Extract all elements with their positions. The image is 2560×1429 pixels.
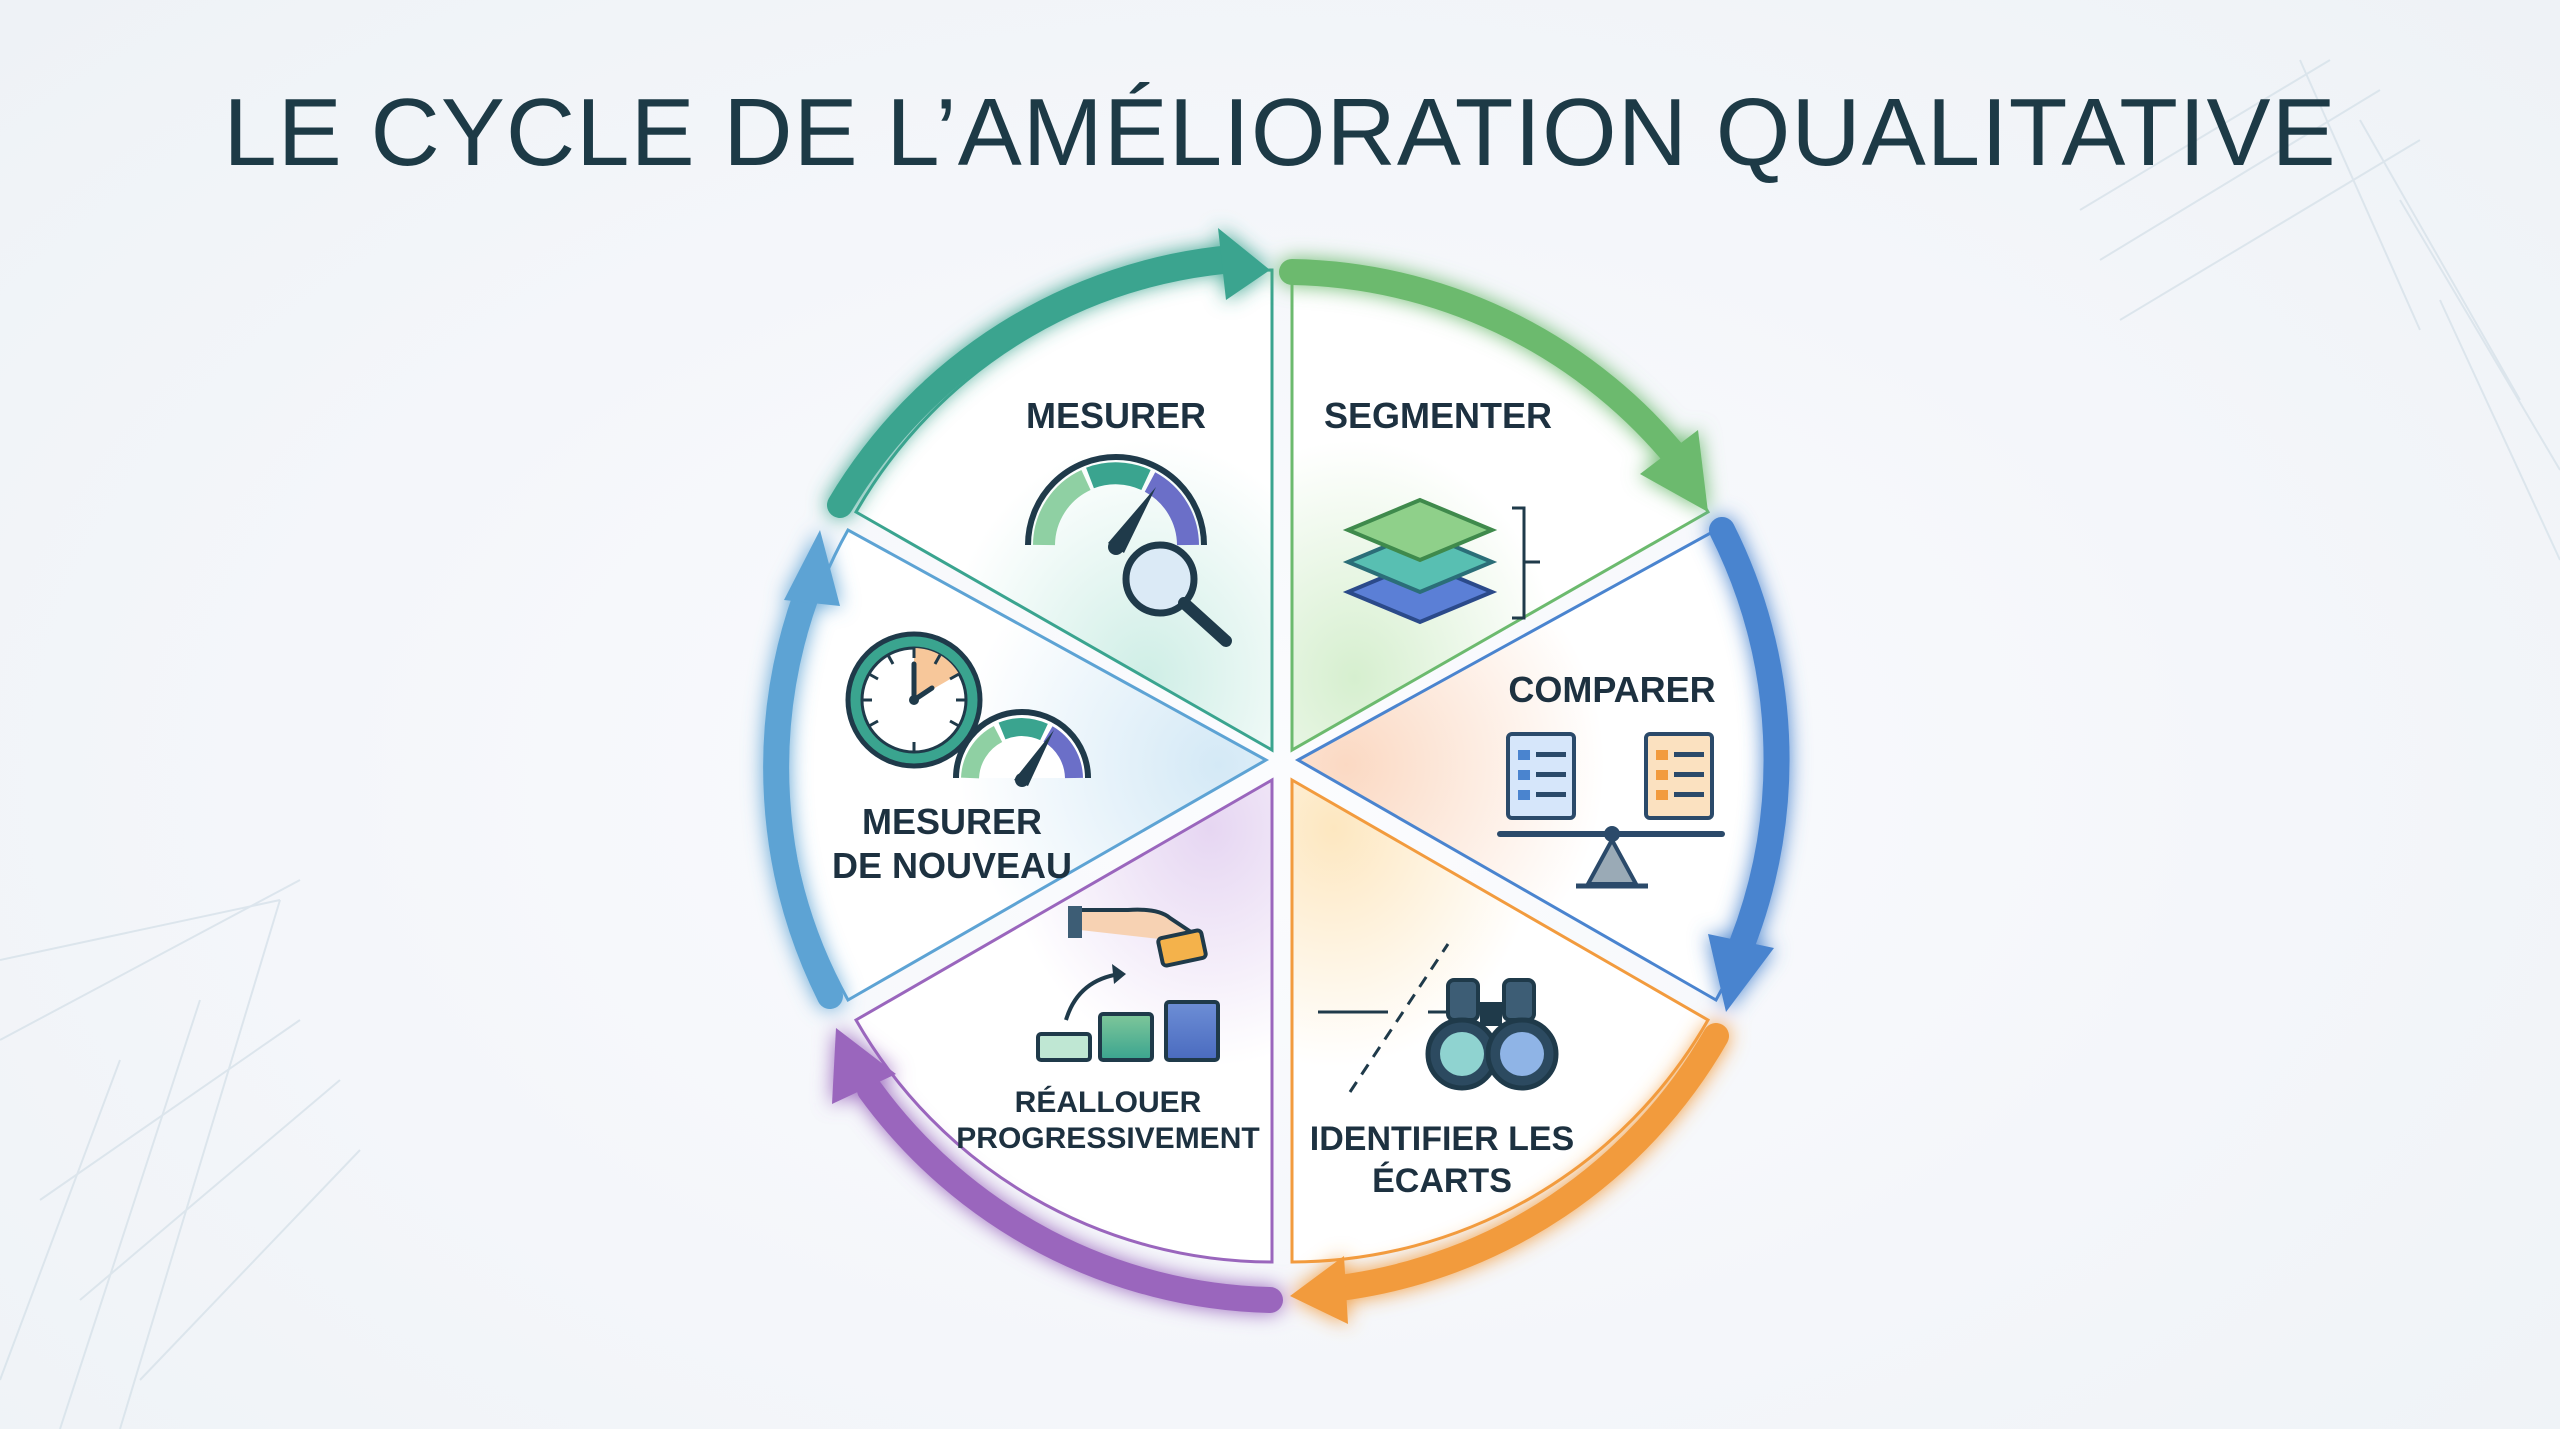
- arrow-teal-head: [1218, 228, 1270, 300]
- arrow-blue-head: [1708, 934, 1774, 1012]
- arrow-blue: [1709, 517, 1790, 957]
- cycle-arrows: [763, 228, 1790, 1324]
- label-nouveau-line2: DE NOUVEAU: [832, 845, 1072, 886]
- arrow-lightblue-head: [784, 530, 840, 606]
- arrow-purple: [857, 1077, 1283, 1313]
- arrow-green-head: [1640, 430, 1708, 512]
- arrow-green: [1279, 259, 1685, 465]
- label-comparer: COMPARER: [1508, 669, 1715, 710]
- arrow-teal: [827, 245, 1245, 518]
- clock-gauge-icon: [845, 631, 1091, 787]
- label-mesurer: MESURER: [1026, 395, 1206, 436]
- step-labels: MESURER SEGMENTER COMPARER IDENTIFIER LE…: [832, 395, 1716, 1200]
- balance-compare-icon: [1497, 732, 1725, 889]
- arrow-lightblue: [763, 583, 843, 1009]
- hand-coin-bars-icon: [1036, 906, 1220, 1062]
- label-reallouer-line2: PROGRESSIVEMENT: [956, 1122, 1259, 1155]
- label-identifier-line1: IDENTIFIER LES: [1310, 1120, 1574, 1158]
- binoculars-icon: [1318, 943, 1559, 1093]
- arrow-purple-head: [832, 1028, 896, 1104]
- label-nouveau-line1: MESURER: [862, 801, 1042, 842]
- arrow-orange: [1327, 1023, 1729, 1301]
- gauge-magnifier-icon: [1025, 454, 1232, 647]
- label-segmenter: SEGMENTER: [1324, 395, 1552, 436]
- layers-icon: [1342, 497, 1540, 625]
- label-identifier-line2: ÉCARTS: [1372, 1162, 1512, 1200]
- page-title: LE CYCLE DE L’AMÉLIORATION QUALITATIVE: [223, 79, 2337, 186]
- label-reallouer-line1: RÉALLOUER: [1015, 1085, 1202, 1119]
- arrow-orange-head: [1290, 1256, 1348, 1324]
